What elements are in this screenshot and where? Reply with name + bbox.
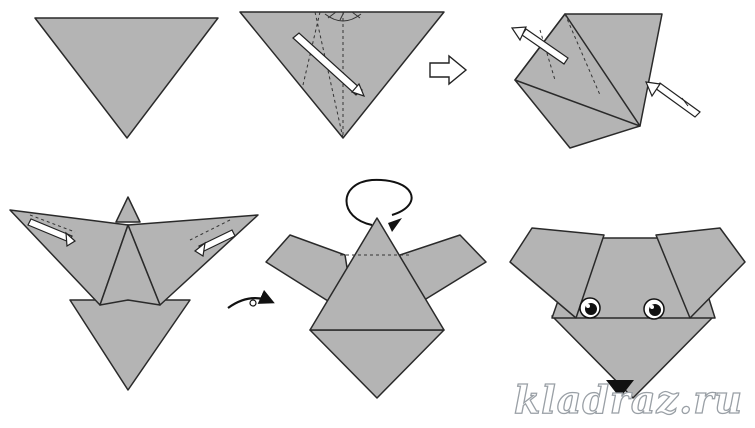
left-eye-icon [580,298,600,318]
step-2-triangle-with-fold-lines [240,12,444,138]
hollow-next-arrow-icon [430,56,466,84]
step-1-triangle [35,18,218,138]
turn-over-arrow-icon [228,298,272,308]
watermark-logo: kladraz.ru [514,377,743,422]
step-3-folded-triangle [512,14,700,148]
step-4-ears-folded-down [10,197,258,390]
fold-direction-arrow-icon [646,82,700,117]
step-6-finished-dog-face [510,228,745,398]
right-eye-icon [644,299,664,319]
step-5-turned-over-with-flap [266,180,486,398]
